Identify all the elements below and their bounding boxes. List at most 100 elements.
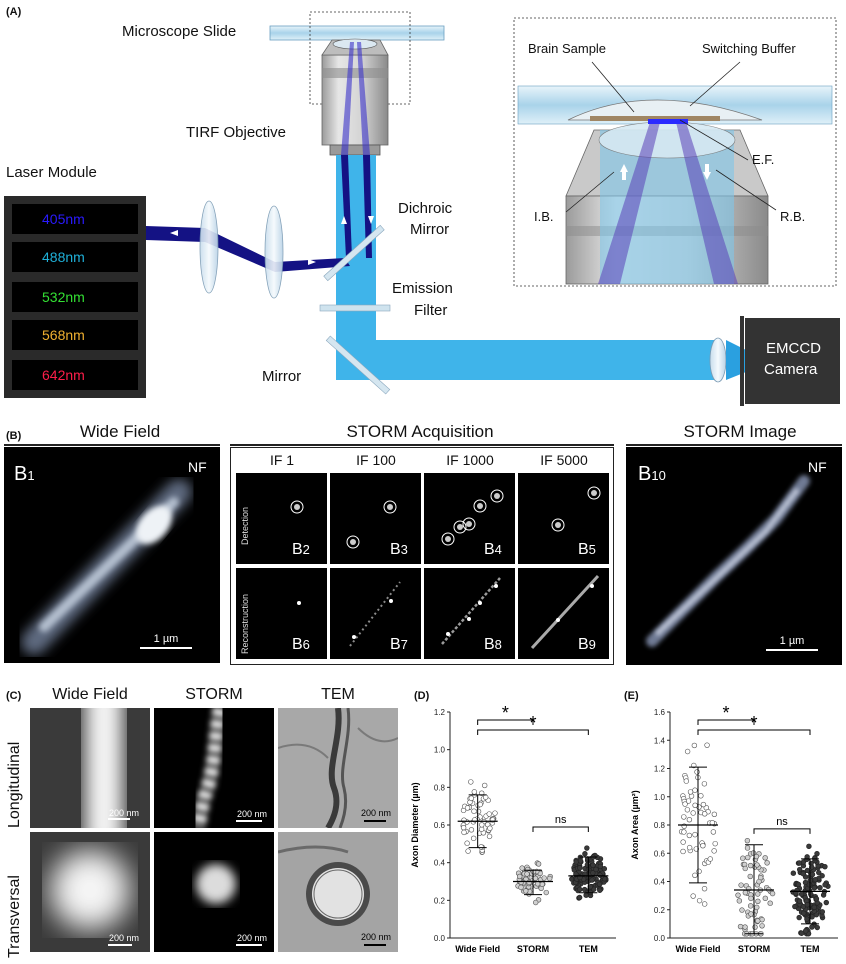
data-point	[692, 831, 698, 838]
data-point	[742, 924, 748, 930]
storm-image-title-rule	[626, 444, 842, 446]
data-point	[802, 928, 809, 934]
y-tick-label: 0.0	[434, 934, 446, 943]
switching-buffer-label: Switching Buffer	[702, 41, 796, 56]
data-point	[742, 865, 748, 872]
data-point	[486, 811, 492, 817]
significance-label: ns	[776, 816, 788, 828]
b8-label: B8	[484, 636, 502, 654]
data-point	[750, 850, 757, 856]
c-tem-transversal: 200 nm	[278, 832, 398, 952]
detection-frame-b2: Detection B2	[236, 473, 327, 564]
data-point	[811, 885, 818, 891]
microscope-slide-label: Microscope Slide	[122, 23, 237, 40]
col-label-wide-field: Wide Field	[52, 686, 128, 703]
data-point	[739, 907, 745, 913]
emission-label: Emission	[392, 280, 453, 297]
c-wf-long-render	[85, 708, 123, 828]
data-point	[468, 779, 474, 785]
data-point	[690, 893, 696, 899]
b9-reconstruction-points	[530, 574, 600, 650]
data-point	[519, 865, 525, 871]
laser-642-label: 642nm	[42, 367, 85, 383]
b5-label: B5	[578, 541, 596, 559]
data-point	[477, 801, 483, 808]
significance-label: *	[750, 713, 757, 733]
b5-subscript: 5	[588, 542, 596, 557]
data-point	[532, 875, 539, 882]
panel-e-label: (E)	[624, 690, 639, 702]
data-point	[747, 903, 754, 909]
data-point	[711, 811, 718, 817]
c-wide-field-longitudinal: 200 nm	[30, 708, 150, 828]
col-label-storm: STORM	[185, 686, 243, 703]
b1-prefix: B	[14, 463, 28, 485]
data-point	[798, 891, 805, 897]
data-point	[806, 843, 812, 850]
ef-label: E.F.	[752, 152, 775, 167]
data-point	[543, 889, 549, 896]
storm-image-b10: B10 NF 1 µm	[626, 447, 842, 665]
detection-frame-b4: B4	[424, 473, 515, 564]
b4-prefix: B	[484, 541, 495, 558]
detection-frame-b5: B5	[518, 473, 609, 564]
data-point	[597, 887, 603, 893]
data-point	[546, 875, 553, 882]
panel-d-label: (D)	[414, 690, 430, 702]
data-point	[755, 898, 761, 905]
b1-label: B1	[14, 463, 35, 486]
c-tem-trans-scale-bar	[364, 944, 386, 946]
data-point	[710, 829, 717, 835]
c-wf-trans-scale-label: 200 nm	[108, 933, 140, 943]
data-point	[577, 858, 584, 864]
data-point	[682, 801, 688, 807]
reconstruction-frame-b7: B7	[330, 568, 421, 659]
row-label-transversal: Transversal	[6, 875, 23, 958]
brain-sample-label: Brain Sample	[528, 41, 607, 56]
x-category-label: STORM	[738, 944, 770, 954]
x-category-label: TEM	[579, 944, 598, 954]
data-point	[589, 877, 595, 883]
data-point	[687, 789, 694, 795]
data-point	[764, 860, 770, 866]
data-point	[692, 802, 698, 809]
b7-reconstruction-points	[349, 581, 401, 647]
data-point	[701, 811, 708, 817]
wide-field-title: Wide Field	[79, 422, 161, 441]
data-point	[798, 930, 805, 936]
x-category-label: Wide Field	[455, 944, 500, 954]
b7-prefix: B	[390, 636, 401, 653]
data-point	[796, 860, 803, 866]
data-point	[684, 748, 691, 755]
data-point	[700, 801, 707, 808]
data-point	[752, 924, 758, 930]
data-point	[692, 787, 698, 793]
data-point	[492, 810, 498, 816]
data-point	[736, 898, 743, 904]
significance-bracket	[753, 828, 811, 834]
y-tick-label: 1.2	[434, 708, 446, 717]
data-point	[681, 814, 687, 820]
data-point	[680, 848, 686, 855]
frame-header-if100: IF 100	[356, 452, 396, 468]
optical-setup-diagram	[146, 11, 837, 406]
data-point	[478, 844, 484, 850]
b8-reconstruction-points	[441, 577, 501, 645]
c-wf-trans-scale-bar	[108, 944, 132, 946]
b10-subscript: 10	[651, 468, 666, 483]
data-point	[686, 816, 693, 823]
storm-acquisition-title-rule	[230, 444, 614, 446]
panel-b-label: (B)	[6, 430, 22, 442]
panel-a-label: (A)	[6, 6, 22, 18]
b7-subscript: 7	[400, 637, 408, 652]
data-point	[753, 853, 760, 860]
data-point	[792, 903, 798, 910]
data-point	[796, 914, 802, 921]
y-tick-label: 0.4	[434, 859, 446, 868]
data-point	[811, 904, 817, 911]
y-tick-label: 0.8	[434, 783, 446, 792]
data-point	[812, 876, 819, 883]
data-point	[823, 899, 830, 906]
laser-module-box: 405nm 488nm 532nm 568nm 642nm	[4, 196, 146, 398]
wide-field-title-rule	[4, 444, 220, 446]
